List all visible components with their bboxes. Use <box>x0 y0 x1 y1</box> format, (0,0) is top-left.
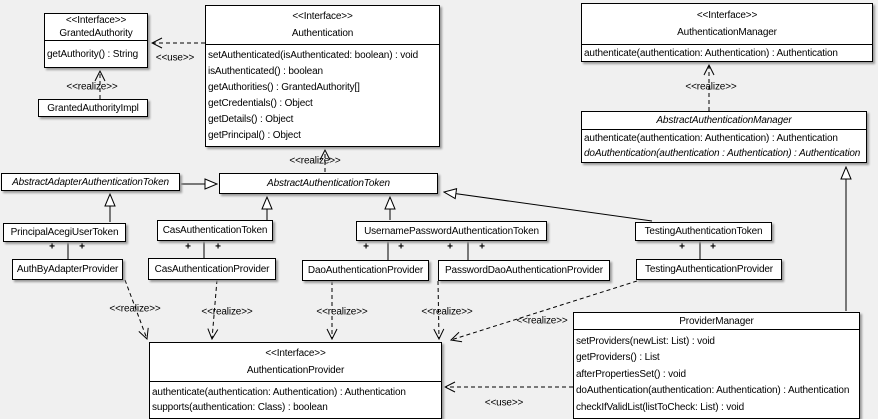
class-box-dao-authentication-provider: DaoAuthenticationProvider <box>302 260 429 281</box>
class-box-abstract-authentication-manager: AbstractAuthenticationManager authentica… <box>581 111 867 163</box>
class-box-testing-authentication-token: TestingAuthenticationToken <box>635 222 772 241</box>
class-box-abstract-adapter-authentication-token: AbstractAdapterAuthenticationToken <box>1 173 180 191</box>
class-name: GrantedAuthority <box>59 27 133 39</box>
class-name: AuthenticationProvider <box>246 364 345 376</box>
class-name: TestingAuthenticationToken <box>644 226 763 237</box>
association-end-plus: + <box>447 241 453 253</box>
use-label: <<use>> <box>484 397 524 409</box>
method: authenticate(authentication: Authenticat… <box>152 386 406 398</box>
method: getAuthority() : String <box>47 48 139 60</box>
association-end-plus: + <box>363 241 369 253</box>
realize-label: <<realize>> <box>316 306 368 318</box>
class-name: TestingAuthenticationProvider <box>645 264 773 275</box>
stereotype-label: <<Interface>> <box>265 348 326 360</box>
class-name: CasAuthenticationProvider <box>154 263 270 275</box>
method: getProviders() : List <box>576 352 660 363</box>
class-name: AbstractAuthenticationToken <box>267 178 390 189</box>
class-name: DaoAuthenticationProvider <box>307 265 424 276</box>
association-end-plus: + <box>710 241 716 253</box>
class-box-granted-authority: <<Interface>> GrantedAuthority getAuthor… <box>44 13 148 68</box>
method: getAuthorities() : GrantedAuthority[] <box>208 82 360 93</box>
method: getCredentials() : Object <box>208 98 313 109</box>
class-name: AuthByAdapterProvider <box>16 264 119 275</box>
edge-realize-casprovider <box>212 279 217 339</box>
class-name: ProviderManager <box>574 313 859 330</box>
association-end-plus: + <box>679 241 685 253</box>
realize-label: <<realize>> <box>201 306 253 318</box>
class-box-authentication-provider: <<Interface>> AuthenticationProvider aut… <box>149 342 442 419</box>
class-box-auth-by-adapter-provider: AuthByAdapterProvider <box>12 259 123 280</box>
class-name: PasswordDaoAuthenticationProvider <box>445 265 603 276</box>
method: doAuthentication(authentication : Authen… <box>584 147 861 159</box>
class-box-password-dao-authentication-provider: PasswordDaoAuthenticationProvider <box>438 260 610 281</box>
edge-realize-passworddaoprovider <box>438 280 439 339</box>
class-box-username-password-authentication-token: UsernamePasswordAuthenticationToken <box>356 221 547 241</box>
class-name: AbstractAuthenticationManager <box>582 112 866 130</box>
class-box-cas-authentication-provider: CasAuthenticationProvider <box>148 258 276 280</box>
class-name: GrantedAuthorityImpl <box>47 102 139 114</box>
stereotype-label: <<Interface>> <box>65 15 127 27</box>
realize-label: <<realize>> <box>516 315 568 327</box>
method: isAuthenticated() : boolean <box>208 66 323 77</box>
method: supports(authentication: Class) : boolea… <box>152 402 328 414</box>
stereotype-label: <<Interface>> <box>696 10 758 21</box>
class-box-cas-authentication-token: CasAuthenticationToken <box>157 220 273 241</box>
class-box-abstract-authentication-token: AbstractAuthenticationToken <box>219 173 438 194</box>
stereotype-label: <<Interface>> <box>292 11 353 23</box>
method: afterPropertiesSet() : void <box>576 368 686 380</box>
method: getPrincipal() : Object <box>208 130 301 141</box>
class-box-principal-acegi-user-token: PrincipalAcegiUserToken <box>3 223 126 242</box>
class-name: AuthenticationManager <box>677 27 777 38</box>
class-name: PrincipalAcegiUserToken <box>10 227 119 238</box>
association-end-plus: + <box>185 241 191 253</box>
class-name: Authentication <box>291 27 354 39</box>
method: authenticate(authentication: Authenticat… <box>584 133 838 145</box>
edge-generalization-testing-token <box>444 192 653 222</box>
method: doAuthentication(authentication: Authent… <box>576 385 850 396</box>
class-box-provider-manager: ProviderManager setProviders(newList: Li… <box>573 312 860 419</box>
class-box-authentication-manager: <<Interface>> AuthenticationManager auth… <box>581 3 873 62</box>
method: setProviders(newList: List) : void <box>576 335 715 347</box>
edge-realize-authbyadapter <box>124 279 147 339</box>
class-box-authentication: <<Interface>> Authentication setAuthenti… <box>205 5 440 147</box>
association-end-plus: + <box>398 241 404 253</box>
use-label: <<use>> <box>155 52 195 64</box>
class-box-granted-authority-impl: GrantedAuthorityImpl <box>38 99 148 117</box>
realize-label: <<realize>> <box>289 155 341 167</box>
class-name: AbstractAdapterAuthenticationToken <box>12 176 169 188</box>
class-name: UsernamePasswordAuthenticationToken <box>364 225 539 237</box>
association-end-plus: + <box>479 241 485 253</box>
method: authenticate(authentication: Authenticat… <box>584 47 838 59</box>
realize-label: <<realize>> <box>685 81 737 93</box>
method: checkIfValidList(listToCheck: List) : vo… <box>576 401 745 413</box>
class-name: CasAuthenticationToken <box>162 225 268 236</box>
association-end-plus: + <box>215 241 221 253</box>
association-end-plus: + <box>79 241 85 253</box>
method: getDetails() : Object <box>208 114 294 125</box>
association-end-plus: + <box>49 241 55 253</box>
method: setAuthenticated(isAuthenticated: boolea… <box>208 50 419 61</box>
class-box-testing-authentication-provider: TestingAuthenticationProvider <box>636 259 782 280</box>
edge-realize-testingprovider <box>451 280 638 340</box>
realize-label: <<realize>> <box>421 306 473 318</box>
realize-label: <<realize>> <box>109 303 161 315</box>
realize-label: <<realize>> <box>66 81 118 93</box>
